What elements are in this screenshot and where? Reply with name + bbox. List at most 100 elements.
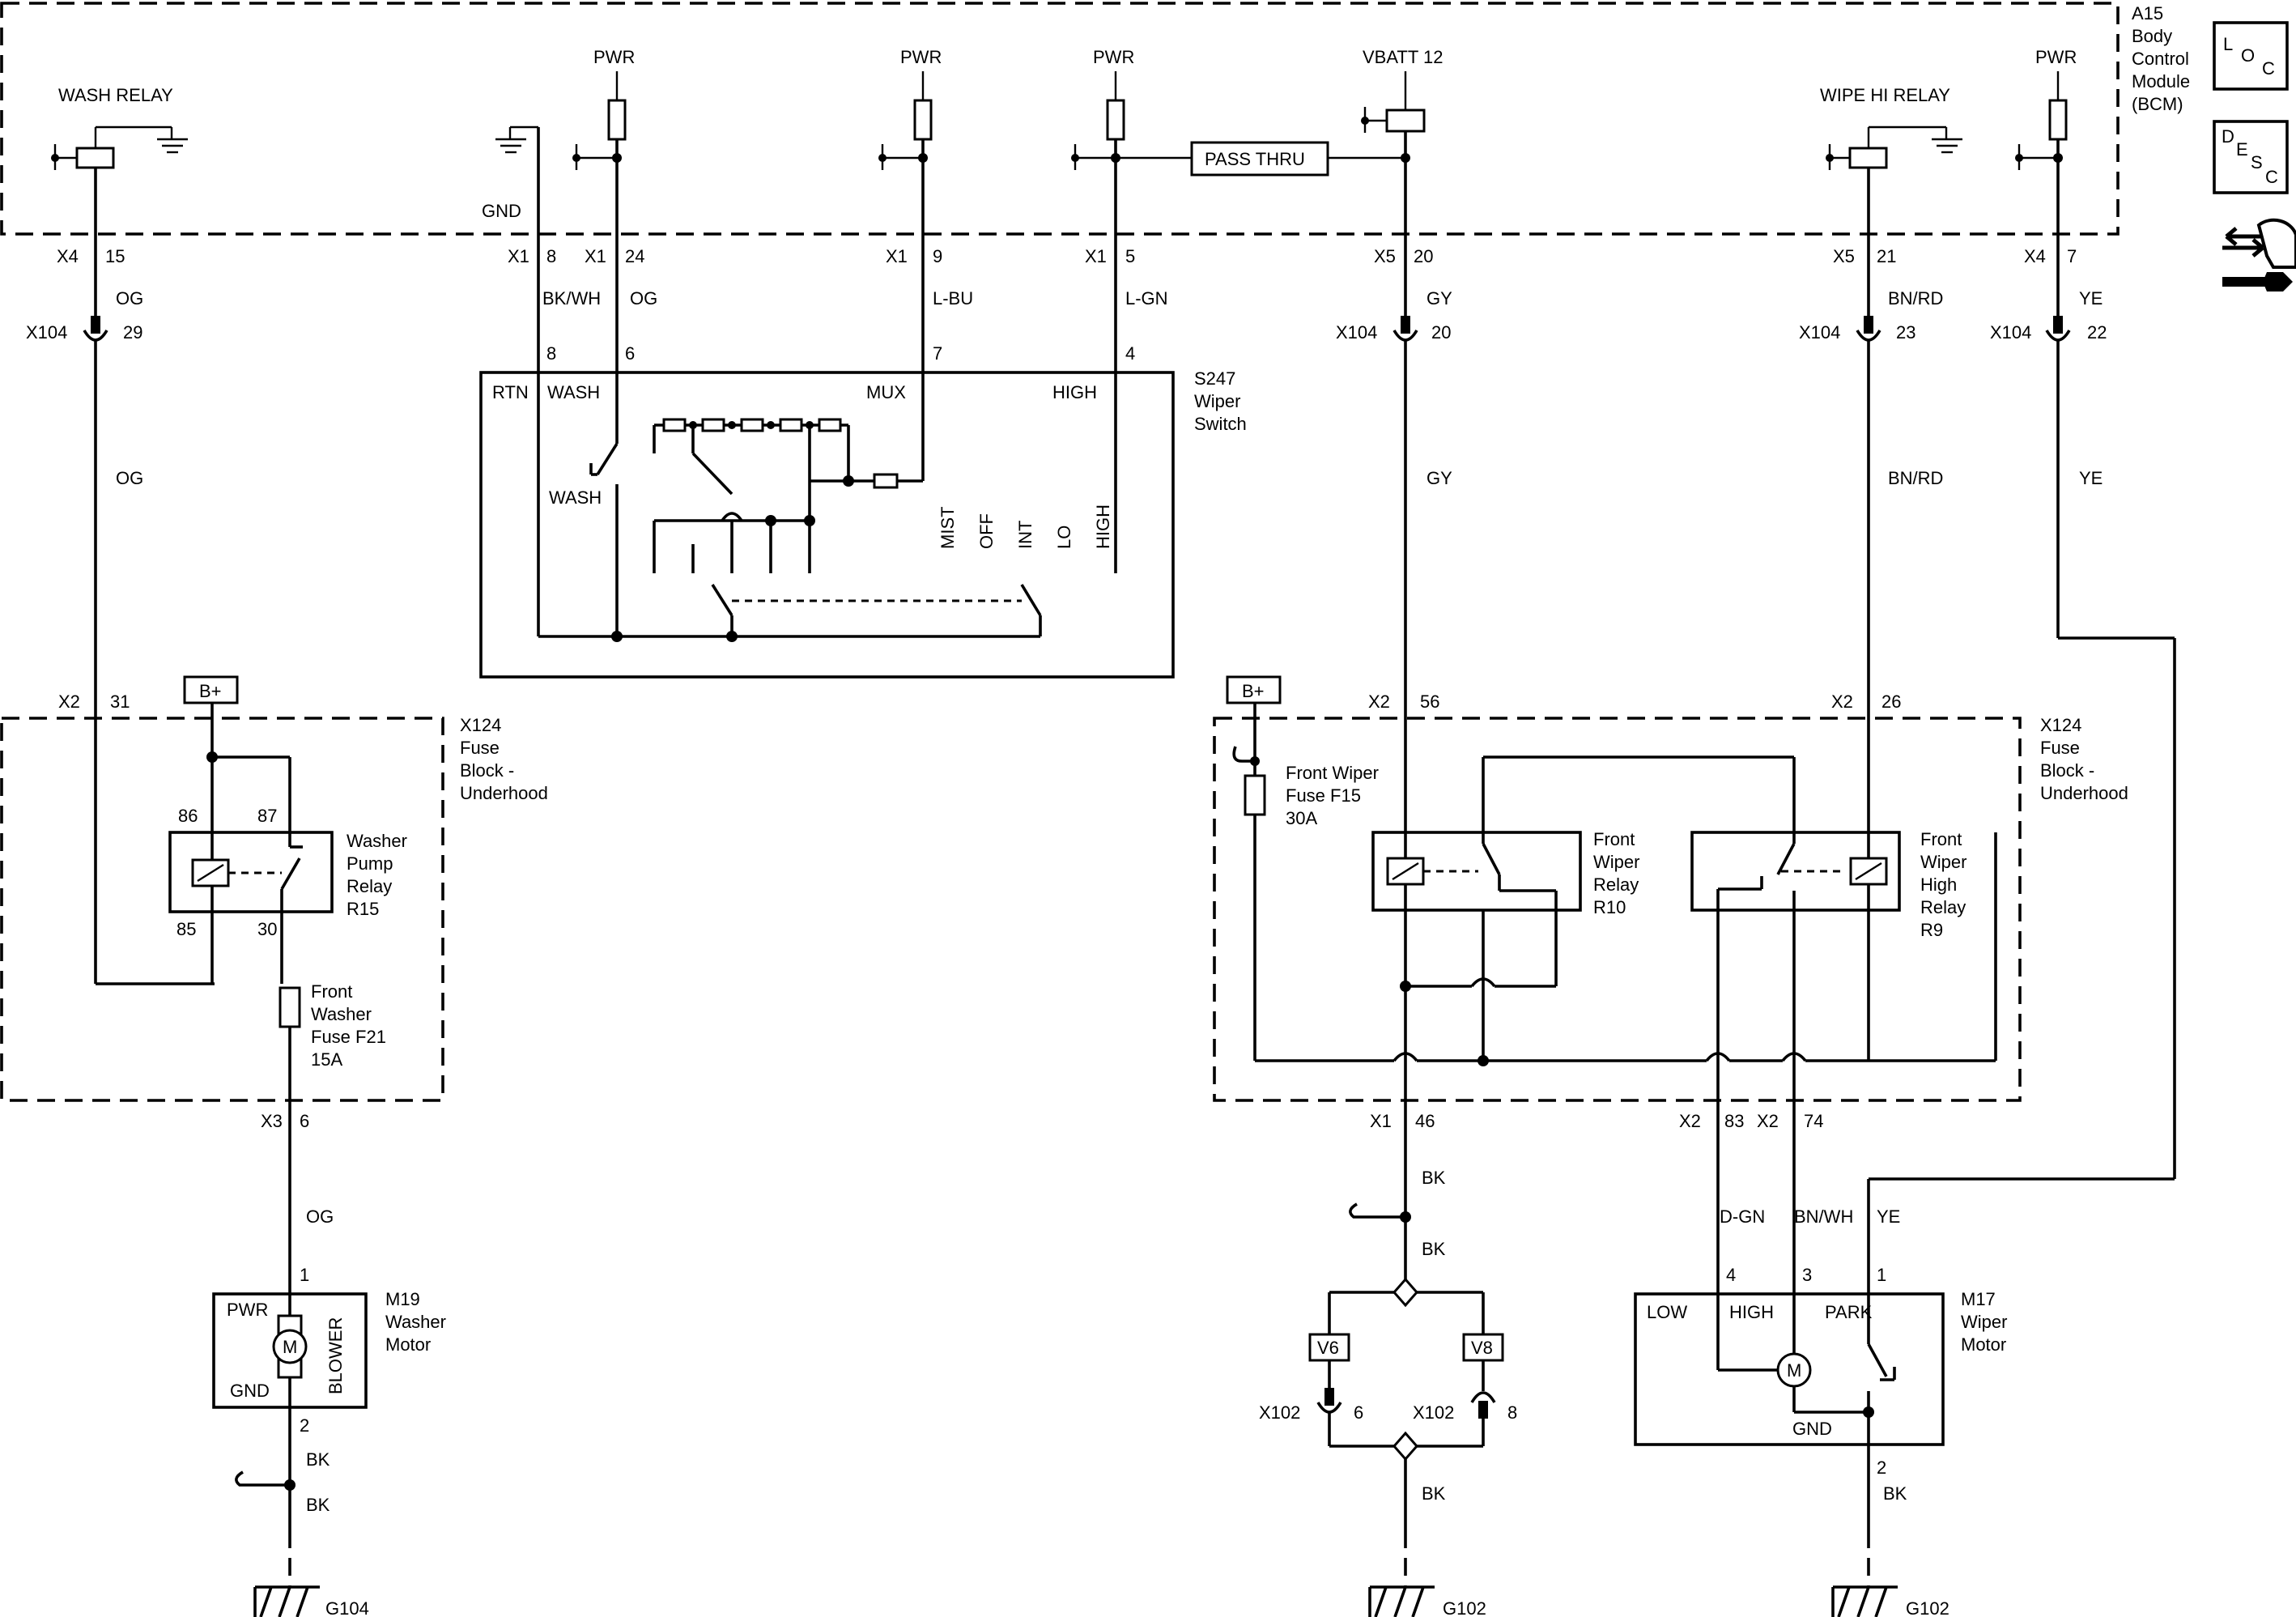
diagram-label: OG <box>630 288 657 309</box>
diagram-label: 83 <box>1724 1111 1744 1131</box>
diagram-label: X2 <box>1831 691 1853 712</box>
diagram-label: X5 <box>1833 246 1855 266</box>
diagram-label: MIST <box>938 506 958 549</box>
bcm-pwr-wash: PWR <box>572 47 635 234</box>
diagram-label: BN/WH <box>1794 1206 1853 1227</box>
diagram-label: 4 <box>1726 1265 1736 1285</box>
diagram-label: BK <box>1883 1483 1907 1504</box>
diagram-label: 74 <box>1804 1111 1823 1131</box>
diagram-label: S247 <box>1194 368 1235 389</box>
diagram-label: D-GN <box>1720 1206 1765 1227</box>
diagram-label: X1 <box>1370 1111 1392 1131</box>
diagram-label: BK <box>1422 1239 1446 1259</box>
bcm-pwr-high: PWR PASS THRU <box>1071 47 1405 234</box>
pwr-label-3: PWR <box>1093 47 1134 67</box>
diagram-label: 56 <box>1420 691 1439 712</box>
diagram-label: 1 <box>300 1265 309 1285</box>
diagram-label: C <box>2265 167 2278 187</box>
diagram-label: Front <box>1920 829 1962 849</box>
pwr-label-2: PWR <box>900 47 942 67</box>
diagram-label: V8 <box>1471 1338 1493 1358</box>
diagram-label: 21 <box>1877 246 1896 266</box>
diagram-label: 3 <box>1802 1265 1812 1285</box>
diagram-label: PWR <box>227 1300 268 1320</box>
diagram-label: L-GN <box>1125 288 1168 309</box>
diagram-label: 2 <box>1877 1457 1886 1478</box>
pass-thru-label: PASS THRU <box>1205 149 1305 169</box>
diagram-label: 6 <box>625 343 635 364</box>
diagram-label: 8 <box>546 343 556 364</box>
diagram-label: G102 <box>1443 1598 1486 1617</box>
diagram-label: Underhood <box>460 783 548 803</box>
diagram-label: 1 <box>1877 1265 1886 1285</box>
diagram-label: X1 <box>585 246 606 266</box>
diagram-label: HIGH <box>1729 1302 1774 1322</box>
diagram-label: OG <box>116 468 143 488</box>
bcm-module: A15 Body Control Module (BCM) <box>0 2 2190 236</box>
diagram-label: YE <box>2079 288 2103 309</box>
bcm-pwr-mux: PWR <box>878 47 942 234</box>
diagram-label: INT <box>1015 521 1035 549</box>
fuse-block-left: X124 Fuse Block - Underhood B+ 86 87 85 … <box>0 675 548 1131</box>
diagram-label: Wiper <box>1920 852 1966 872</box>
diagram-label: D <box>2222 126 2234 147</box>
wash-relay-label: WASH RELAY <box>58 85 173 105</box>
diagram-label: OG <box>306 1206 334 1227</box>
diagram-label: 20 <box>1414 246 1433 266</box>
diagram-label: 30 <box>257 919 277 939</box>
diagram-label: X2 <box>1757 1111 1779 1131</box>
diagram-label: Motor <box>385 1334 431 1355</box>
diagram-label: V6 <box>1317 1338 1339 1358</box>
bcm-vbatt: VBATT 12 <box>1361 47 1443 234</box>
diagram-label: Washer <box>311 1004 372 1024</box>
troubleshooting-icon[interactable] <box>2222 218 2296 291</box>
wire-wash-relay-og: OG OG X104 29 X2 31 <box>26 234 215 985</box>
bcm-line2: Control <box>2132 49 2189 69</box>
diagram-label: 46 <box>1415 1111 1435 1131</box>
diagram-label: Front <box>311 981 352 1002</box>
fuse-block-left-boundary <box>0 717 444 1102</box>
vbatt-label: VBATT 12 <box>1363 47 1443 67</box>
diagram-label: GY <box>1426 288 1452 309</box>
diagram-label: 85 <box>176 919 196 939</box>
loc-icon[interactable]: L O C <box>2213 21 2289 91</box>
diagram-label: Fuse F21 <box>311 1027 386 1047</box>
wiper-motor: D-GN BN/WH YE 4 3 1 LOW HIGH PARK M GND … <box>1634 1100 2007 1587</box>
diagram-label: 30A <box>1286 808 1317 828</box>
desc-icon[interactable]: D E S C <box>2213 120 2289 194</box>
diagram-label: O <box>2241 45 2255 66</box>
diagram-label: BK <box>1422 1483 1446 1504</box>
diagram-label: 20 <box>1431 322 1451 343</box>
diagram-label: R15 <box>347 899 379 919</box>
pass-thru-box <box>1190 141 1329 177</box>
diagram-label: 86 <box>178 806 198 826</box>
diagram-label: BN/RD <box>1888 468 1943 488</box>
diagram-label: Front <box>1593 829 1635 849</box>
diagram-label: X102 <box>1259 1402 1300 1423</box>
diagram-label: X124 <box>2040 715 2081 735</box>
diagram-label: Block - <box>2040 760 2094 781</box>
diagram-label: X1 <box>886 246 908 266</box>
diagram-label: Pump <box>347 853 393 874</box>
bplus-right-box <box>1226 675 1282 704</box>
diagram-label: BK <box>306 1449 330 1470</box>
diagram-label: 8 <box>1507 1402 1517 1423</box>
ground-g102-b: G102 <box>1831 1585 1949 1617</box>
diagram-label: Relay <box>1593 874 1639 895</box>
fuse-block-right: X124 Fuse Block - Underhood B+ Front Wip… <box>1213 675 2128 1131</box>
diagram-label: Wiper <box>1593 852 1639 872</box>
bcm-line1: Body <box>2132 26 2172 46</box>
diagram-label: BN/RD <box>1888 288 1943 309</box>
diagram-label: OFF <box>976 513 997 549</box>
diagram-label: WASH <box>549 487 602 508</box>
diagram-label: X4 <box>57 246 79 266</box>
bcm-line4: (BCM) <box>2132 94 2183 114</box>
diagram-label: X104 <box>1336 322 1377 343</box>
wire-ye: YE YE X104 22 <box>1867 234 2176 1294</box>
bcm-gnd-label: GND <box>482 201 521 221</box>
diagram-label: 29 <box>123 322 142 343</box>
diagram-label: 6 <box>1354 1402 1363 1423</box>
diagram-label: 31 <box>110 691 130 712</box>
bcm-wash-relay: WASH RELAY <box>51 85 188 234</box>
